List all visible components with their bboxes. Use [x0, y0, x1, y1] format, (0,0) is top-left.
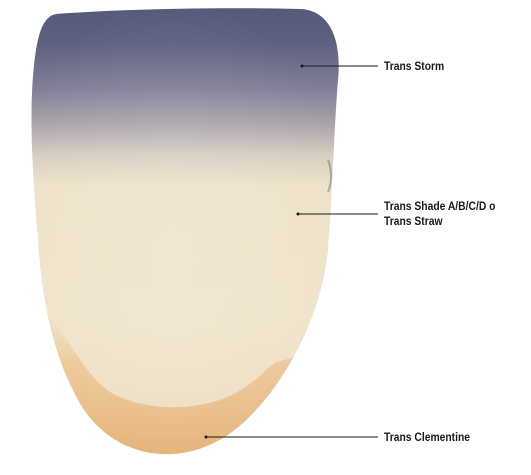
- label-trans-clementine: Trans Clementine: [384, 430, 470, 445]
- leader-dot-storm: [301, 65, 304, 68]
- leader-dot-shade: [297, 213, 300, 216]
- label-trans-storm: Trans Storm: [384, 59, 444, 74]
- leader-dot-clementine: [205, 436, 208, 439]
- label-trans-shade-line2: Trans Straw: [384, 214, 495, 229]
- label-trans-shade-line1: Trans Shade A/B/C/D o: [384, 199, 495, 214]
- label-trans-shade: Trans Shade A/B/C/D o Trans Straw: [384, 199, 495, 229]
